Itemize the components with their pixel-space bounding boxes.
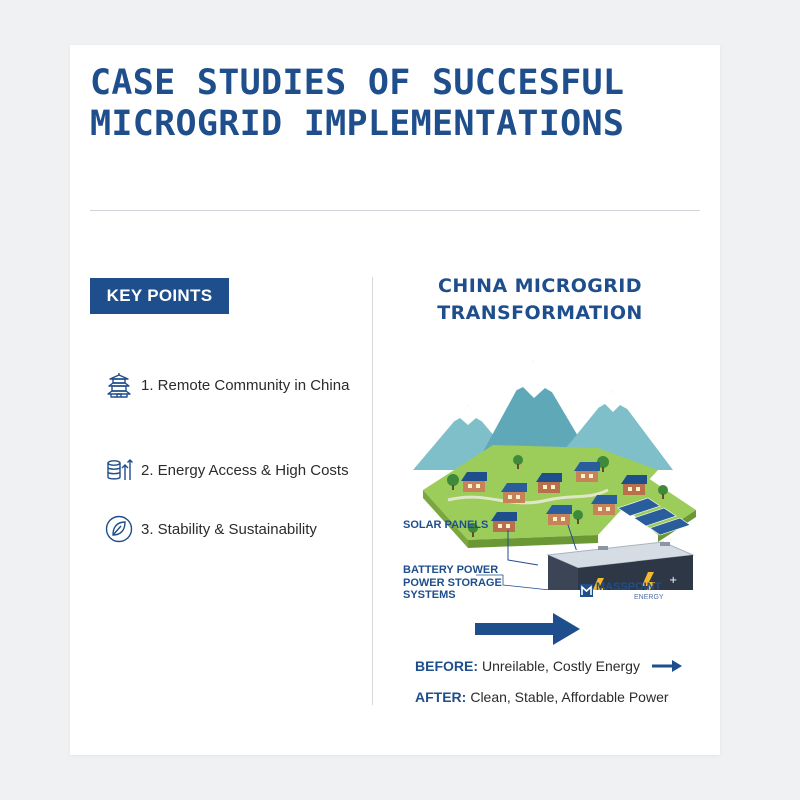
key-point-2: 2. Energy Access & High Costs — [105, 455, 349, 485]
village-houses — [461, 462, 647, 532]
battery-callout-line2: POWER STORAGE — [403, 576, 502, 589]
svg-text:+: + — [669, 575, 677, 586]
battery-callout: BATTERY POWER POWER STORAGE SYSTEMS — [403, 564, 502, 602]
before-text: Unreilable, Costly Energy — [482, 658, 640, 674]
solar-farm — [617, 497, 691, 536]
after-key: AFTER: — [415, 689, 467, 705]
title-divider — [90, 210, 700, 211]
key-point-3: 3. Stability & Sustainability — [105, 514, 317, 544]
coins-icon — [105, 456, 133, 484]
brand-name: MASSPOINT ENERGY — [596, 581, 664, 601]
page-title: CASE STUDIES OF SUCCESFUL MICROGRID IMPL… — [90, 63, 625, 144]
illustration-title-line2: TRANSFORMATION — [437, 302, 643, 324]
microgrid-illustration: + — [413, 360, 696, 590]
transformation-arrow-icon — [475, 613, 580, 645]
key-point-label: 3. Stability & Sustainability — [141, 520, 317, 538]
after-row: AFTER: Clean, Stable, Affordable Power — [415, 689, 669, 705]
before-key: BEFORE: — [415, 658, 478, 674]
before-row: BEFORE: Unreilable, Costly Energy — [415, 658, 682, 674]
key-points-badge: KEY POINTS — [90, 278, 229, 314]
key-point-label: 1. Remote Community in China — [141, 376, 350, 394]
key-point-1: 1. Remote Community in China — [105, 370, 349, 400]
brand-logo: MASSPOINT ENERGY — [580, 580, 664, 602]
battery-callout-line3: SYSTEMS — [403, 589, 456, 601]
brand-sub: ENERGY — [634, 594, 664, 601]
trees — [447, 455, 668, 537]
leaf-icon — [105, 515, 133, 543]
illustration-title-line1: CHINA MICROGRID — [438, 275, 642, 297]
key-point-label: 2. Energy Access & High Costs — [141, 461, 349, 479]
battery: + — [546, 541, 695, 590]
column-divider — [372, 277, 373, 705]
content-card: CASE STUDIES OF SUCCESFUL MICROGRID IMPL… — [70, 45, 720, 755]
battery-callout-line1: BATTERY POWER — [403, 564, 499, 576]
after-text: Clean, Stable, Affordable Power — [470, 689, 669, 705]
solar-panels-callout: SOLAR PANELS — [403, 519, 489, 531]
arrow-right-icon — [651, 660, 682, 672]
pagoda-icon — [105, 371, 133, 399]
illustration-title: CHINA MICROGRID TRANSFORMATION — [395, 273, 685, 327]
masspoint-logo-icon — [580, 582, 593, 597]
